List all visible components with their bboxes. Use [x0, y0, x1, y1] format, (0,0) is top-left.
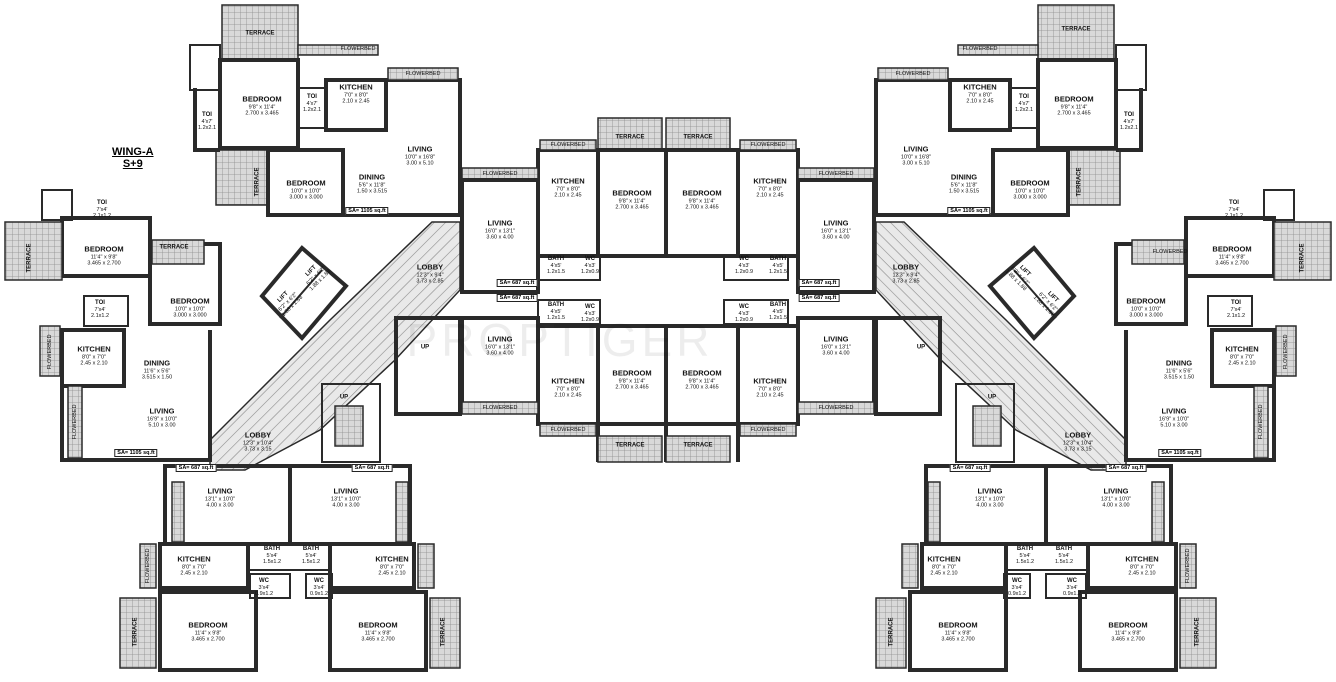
watermark: PROPTIGER: [406, 314, 714, 366]
saleable-area-label: SA= 1105 sq.ft: [947, 207, 991, 215]
wing-name: WING-A: [112, 146, 154, 158]
saleable-area-label: SA= 687 sq.ft: [496, 294, 538, 302]
saleable-area-label: SA= 1105 sq.ft: [114, 449, 158, 457]
wing-floors: S+9: [122, 158, 143, 171]
saleable-area-label: SA= 687 sq.ft: [798, 279, 840, 287]
saleable-area-label: SA= 687 sq.ft: [496, 279, 538, 287]
terrace-side-left: [215, 149, 269, 206]
saleable-area-label: SA= 687 sq.ft: [1105, 464, 1147, 472]
lift-shaft-left: [259, 245, 349, 341]
wing-title: WING-A S+9: [112, 146, 154, 170]
saleable-area-label: SA= 687 sq.ft: [175, 464, 217, 472]
saleable-area-label: SA= 1105 sq.ft: [1158, 449, 1202, 457]
center-units-plan: [460, 117, 876, 463]
saleable-area-label: SA= 687 sq.ft: [949, 464, 991, 472]
right-wing-plan: [874, 4, 1332, 672]
left-wing-plan: [4, 4, 462, 672]
saleable-area-label: SA= 1105 sq.ft: [345, 207, 389, 215]
terrace-top-left: [221, 4, 299, 61]
saleable-area-label: SA= 687 sq.ft: [798, 294, 840, 302]
saleable-area-label: SA= 687 sq.ft: [351, 464, 393, 472]
